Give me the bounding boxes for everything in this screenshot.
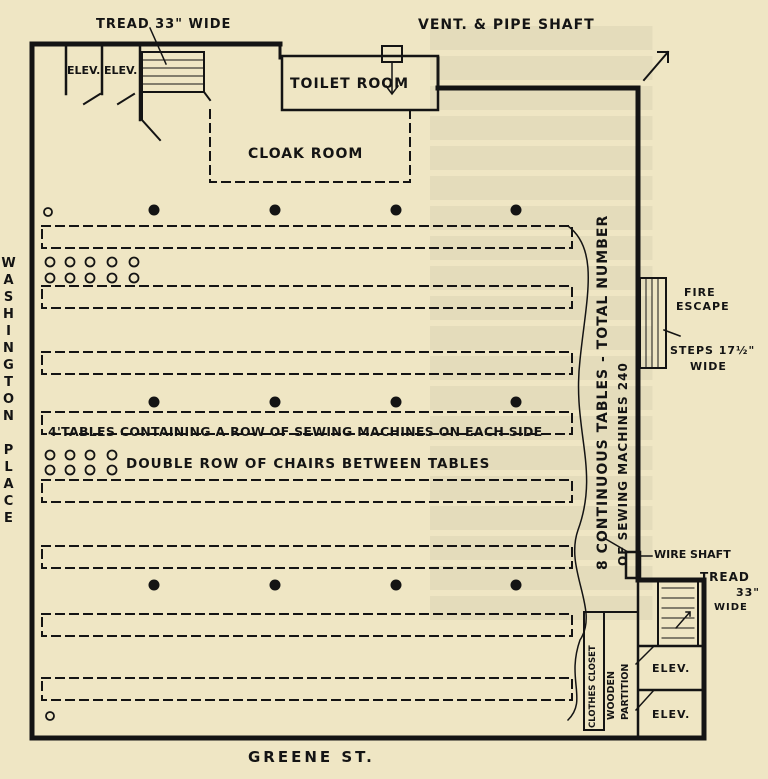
wooden-partition-label-1: WOODEN (606, 671, 617, 720)
tables (41, 225, 573, 701)
elevator-label-3: ELEV. (652, 662, 691, 675)
steps-label-2: WIDE (690, 360, 727, 373)
curved-aisle-line (566, 224, 589, 722)
wire-shaft (624, 550, 642, 580)
clothes-closet (583, 611, 605, 731)
chairs-description: DOUBLE ROW OF CHAIRS BETWEEN TABLES (126, 456, 491, 472)
greene-street-label: GREENE ST. (248, 748, 375, 766)
continuous-tables-label: 8 CONTINUOUS TABLES - TOTAL NUMBER (595, 214, 611, 570)
washington-place-label: WASHINGTON PLACE (1, 256, 16, 528)
toilet-room-box (280, 54, 440, 112)
stair-top-left (141, 51, 205, 93)
cloak-room-label: CLOAK ROOM (248, 146, 364, 162)
cloak-room-dashed (209, 109, 411, 183)
fire-escape (639, 277, 667, 369)
elevator-top-left-walls (64, 42, 142, 122)
sewing-machines-label: OF SEWING MACHINES 240 (616, 362, 630, 566)
elevator-label-1: ELEV. (67, 64, 101, 77)
columns (148, 204, 522, 591)
vent-pipe-shaft-label: VENT. & PIPE SHAFT (418, 17, 595, 33)
toilet-room-label: TOILET ROOM (290, 76, 410, 92)
wire-shaft-label: WIRE SHAFT (654, 548, 731, 561)
stair-bottom-right (657, 579, 699, 647)
fire-escape-label-1: FIRE (684, 286, 716, 299)
tread-right-label-1: TREAD (700, 570, 750, 584)
elevator-bottom-right-walls (636, 578, 706, 740)
wooden-partition-label-2: PARTITION (620, 663, 631, 720)
fire-escape-label-2: ESCAPE (676, 300, 730, 313)
chairs (43, 207, 140, 721)
tread-right-label-3: WIDE (714, 602, 748, 613)
tables-description: 4'TABLES CONTAINING A ROW OF SEWING MACH… (48, 424, 543, 439)
elevator-label-4: ELEV. (652, 708, 691, 721)
tread-top-label: TREAD 33" WIDE (96, 17, 232, 32)
clothes-closet-label: CLOTHES CLOSET (588, 645, 598, 728)
tread-right-label-2: 33" (736, 586, 761, 599)
steps-label-1: STEPS 17½" (670, 344, 756, 357)
vent-shaft-box (381, 45, 403, 63)
north-arrow (642, 50, 670, 82)
elevator-label-2: ELEV. (104, 64, 138, 77)
